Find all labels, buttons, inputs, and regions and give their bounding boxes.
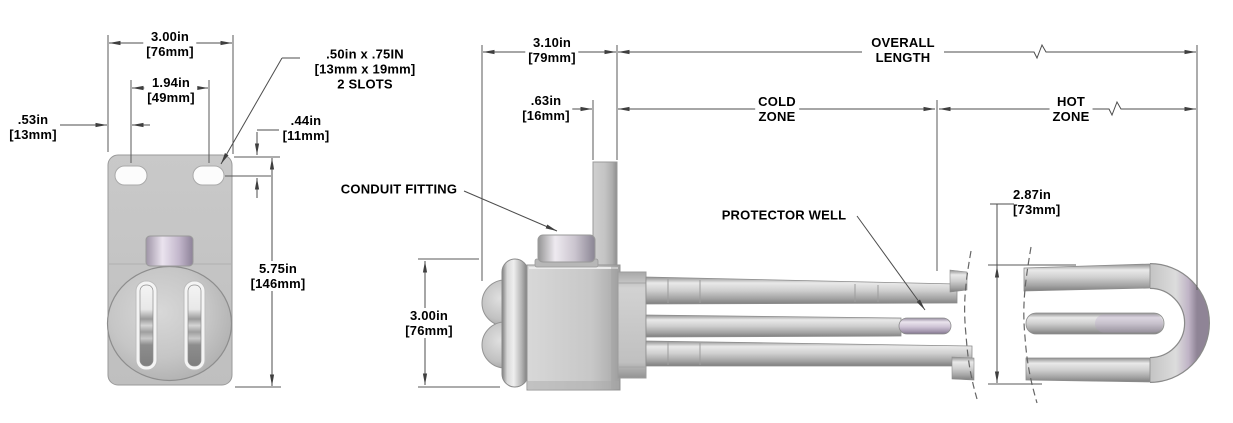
element-end-right [183,280,206,371]
dim-element-spread-label: 2.87in [73mm] [1013,187,1061,217]
protector-well-tip [898,317,952,335]
element-end-left [135,280,158,371]
flange-circle [106,265,233,382]
u-bend [1149,264,1209,382]
front-view [106,154,233,386]
hot-zone-tubes [1023,263,1210,383]
conduit-fitting-leader [463,190,558,232]
element-tube-bottom [645,340,973,367]
housing-body [526,264,621,391]
conduit-cap-side [537,234,596,263]
conduit-fitting-label: CONDUIT FITTING [340,181,458,197]
side-view-dimensions [418,43,1198,388]
protector-well-label: PROTECTOR WELL [721,207,847,223]
slot-note-leader [220,57,283,165]
hot-zone-label: HOT ZONE [1049,94,1093,124]
cold-zone-label: COLD ZONE [755,94,799,124]
dim-top-to-slot-label: .44in [11mm] [282,113,330,143]
dim-edge-to-slot-label: .53in [13mm] [9,112,57,142]
dim-front-width-label: 3.00in [76mm] [143,29,197,59]
mounting-slot-right [192,165,225,186]
overall-length-label: OVERALL LENGTH [868,35,938,65]
break-gap [976,244,1024,406]
protector-well-hot [1025,312,1165,335]
conduit-cap-front [145,235,194,267]
dim-front-height-label: 5.75in [146mm] [247,261,309,291]
front-view-dimensions [60,35,300,388]
element-tube-top-hot [1023,263,1151,292]
element-tube-bottom-hot [1025,357,1151,383]
element-tube-top [645,276,958,305]
mounting-slot-left [114,165,148,186]
dim-bracket-thickness-label: .63in [16mm] [519,93,573,123]
break-symbol-hot [1103,100,1125,117]
dim-flange-diameter-label: 3.00in [76mm] [402,308,456,338]
cold-zone-tubes [645,269,975,381]
dim-flange-to-bracket-label: 3.10in [79mm] [525,35,579,65]
slot-note-label: .50in x .75IN [13mm x 19mm] 2 SLOTS [314,46,416,92]
protector-well-tube [645,314,902,338]
break-symbol-overall [1028,43,1050,60]
dim-slot-spacing-label: 1.94in [49mm] [144,75,198,105]
protector-well-leader [856,215,926,311]
side-view [481,161,1210,406]
tube-collar [617,271,647,379]
flange-disc [501,258,529,388]
